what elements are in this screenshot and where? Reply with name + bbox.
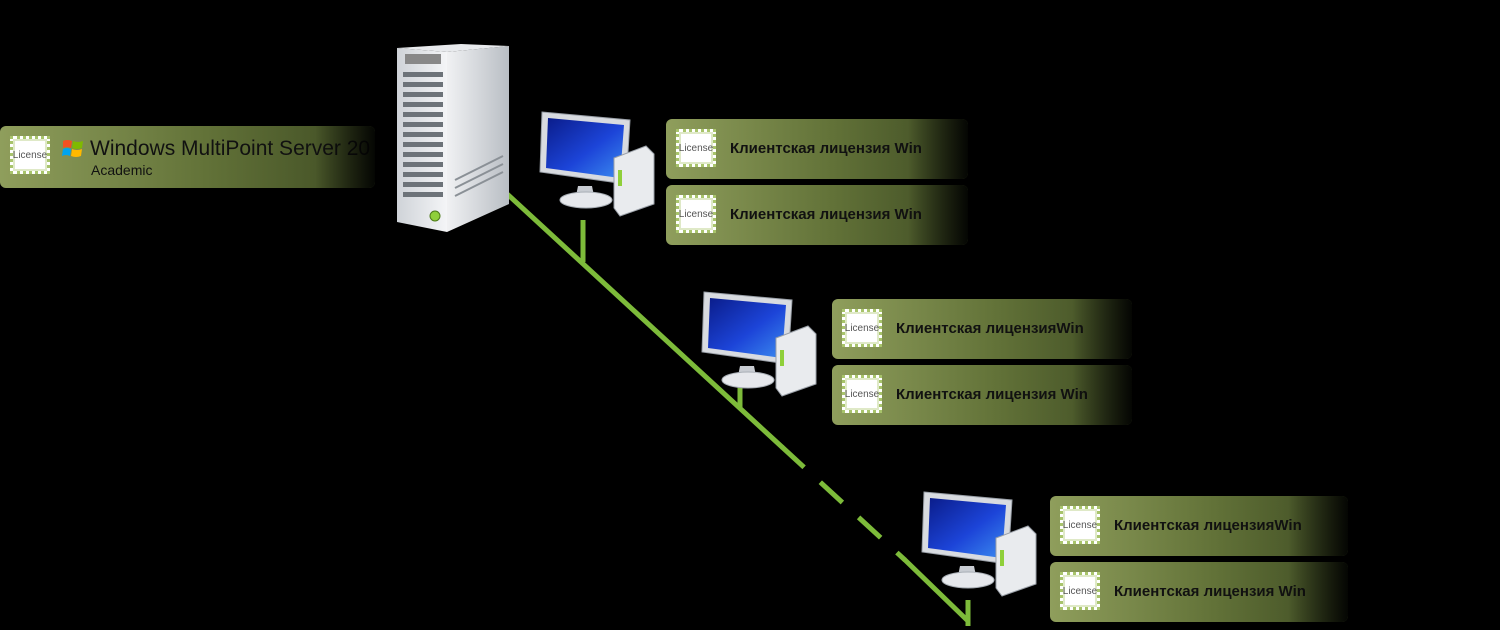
- license-badge: License: [1060, 572, 1100, 610]
- license-label: Клиентская лицензия Win: [730, 206, 922, 223]
- bar-fade: [1288, 496, 1348, 556]
- server-edition: Academic: [91, 162, 153, 178]
- server-license-bar: License Windows MultiPoint Server 20 Aca…: [0, 126, 375, 188]
- license-badge: License: [1060, 506, 1100, 544]
- client-1-license-1: License Клиентская лицензия Win: [666, 119, 968, 179]
- license-label: Клиентская лицензия Win: [1114, 583, 1306, 600]
- client-1-computer-icon: [539, 111, 655, 217]
- bar-fade: [908, 185, 968, 245]
- server-tower-icon: [397, 44, 509, 232]
- license-badge: License: [842, 375, 882, 413]
- license-label: Клиентская лицензия Win: [730, 140, 922, 157]
- network-trunk-dashed: [780, 445, 907, 562]
- bar-fade: [315, 126, 375, 188]
- network-trunk-solid: [502, 189, 785, 450]
- license-badge: License: [676, 195, 716, 233]
- network-trunk-end: [902, 557, 971, 624]
- license-badge: License: [676, 129, 716, 167]
- client-2-license-2: License Клиентская лицензия Win: [832, 365, 1132, 425]
- bar-fade: [1072, 299, 1132, 359]
- bar-fade: [908, 119, 968, 179]
- license-label: Клиентская лицензияWin: [1114, 517, 1302, 534]
- client-2-computer-icon: [701, 291, 817, 397]
- server-product-name: Windows MultiPoint Server 20: [90, 137, 371, 160]
- client-3-computer-icon: [921, 491, 1037, 597]
- bar-fade: [1288, 562, 1348, 622]
- client-2-license-1: License Клиентская лицензияWin: [832, 299, 1132, 359]
- client-3-license-2: License Клиентская лицензия Win: [1050, 562, 1348, 622]
- bar-fade: [1072, 365, 1132, 425]
- license-label: Клиентская лицензияWin: [896, 320, 1084, 337]
- license-label: Клиентская лицензия Win: [896, 386, 1088, 403]
- client-3-license-1: License Клиентская лицензияWin: [1050, 496, 1348, 556]
- windows-logo-icon: [62, 140, 83, 157]
- license-badge: License: [842, 309, 882, 347]
- client-1-license-2: License Клиентская лицензия Win: [666, 185, 968, 245]
- server-license-badge: License: [10, 136, 50, 174]
